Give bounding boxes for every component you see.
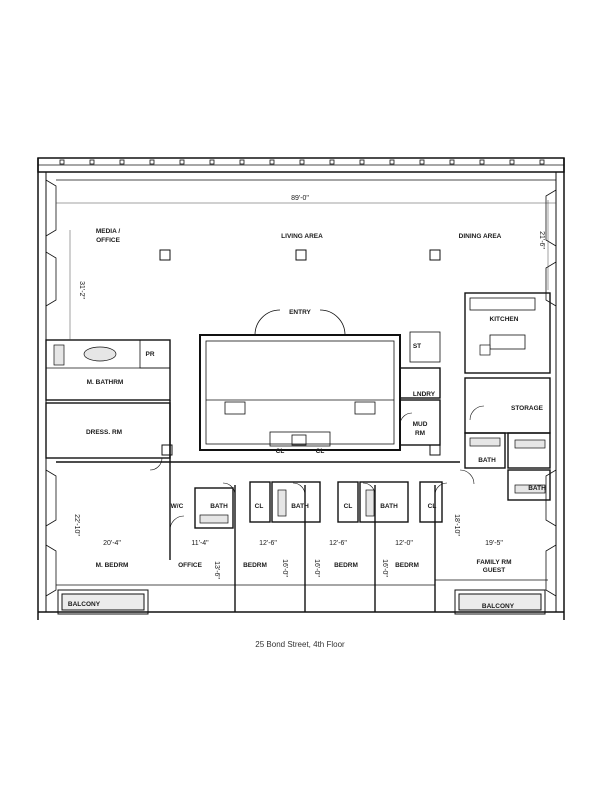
label-m-bedrm: M. BEDRM <box>96 562 129 569</box>
label-cl-3: CL <box>255 503 264 510</box>
dim-overall-width: 89'-0" <box>291 195 309 202</box>
dim-left-depth: 31'-2" <box>78 281 85 299</box>
label-office: OFFICE <box>178 562 202 569</box>
label-media-office-2: OFFICE <box>96 237 120 244</box>
dim-office-depth: 13'-6" <box>213 561 220 579</box>
label-living-area: LIVING AREA <box>281 233 323 240</box>
label-dress-rm: DRESS. RM <box>86 429 122 436</box>
columns <box>159 249 441 456</box>
label-bath-5: BATH <box>380 503 398 510</box>
dim-bedrm3-depth: 16'-0" <box>381 559 388 577</box>
label-cl-5: CL <box>428 503 437 510</box>
label-bath-right-2: BATH <box>528 485 546 492</box>
label-cl-core-1: CL <box>276 448 285 455</box>
label-kitchen: KITCHEN <box>490 316 519 323</box>
dim-family-depth: 18'-10" <box>453 514 460 536</box>
bath-fixtures <box>53 344 546 524</box>
exterior-walls <box>37 157 565 620</box>
dimension-lines <box>56 200 556 340</box>
label-pr: PR <box>145 351 154 358</box>
label-mud-rm-1: MUD <box>413 421 428 428</box>
dim-family-width: 19'-5" <box>485 540 503 547</box>
label-dining-area: DINING AREA <box>459 233 502 240</box>
label-media-office-1: MEDIA / <box>96 228 121 235</box>
label-lndry: LNDRY <box>413 391 436 398</box>
label-bedrm-2: BEDRM <box>334 562 358 569</box>
room-labels: MEDIA / OFFICE LIVING AREA DINING AREA E… <box>68 228 546 610</box>
dim-bedrm1-depth: 16'-0" <box>281 559 288 577</box>
label-bedrm-1: BEDRM <box>243 562 267 569</box>
label-guest: GUEST <box>483 567 505 574</box>
label-bath-right-1: BATH <box>478 457 496 464</box>
dim-bedrm3-width: 12'-0" <box>395 540 413 547</box>
dim-office-width: 11'-4" <box>191 540 209 547</box>
dim-m-bedrm-width: 20'-4" <box>103 540 121 547</box>
label-family-rm: FAMILY RM <box>476 559 511 566</box>
label-mud-rm-2: RM <box>415 430 425 437</box>
dim-bedrm2-width: 12'-6" <box>329 540 347 547</box>
dim-bedrm1-width: 12'-6" <box>259 540 277 547</box>
label-entry: ENTRY <box>289 309 311 316</box>
label-wic: W/C <box>171 503 184 510</box>
label-cl-4: CL <box>344 503 353 510</box>
dim-lower-left-depth: 22'-10" <box>73 514 80 536</box>
label-bedrm-3: BEDRM <box>395 562 419 569</box>
label-bath-3: BATH <box>210 503 228 510</box>
plan-caption: 25 Bond Street, 4th Floor <box>255 640 345 649</box>
interior-walls <box>45 292 551 612</box>
label-cl-core-2: CL <box>316 448 325 455</box>
building-core <box>199 309 401 451</box>
dim-bedrm2-depth: 16'-0" <box>313 559 320 577</box>
label-st: ST <box>413 343 421 350</box>
label-m-bathrm: M. BATHRM <box>87 379 124 386</box>
dim-right-height: 21'-6" <box>538 231 545 249</box>
balconies <box>57 589 546 615</box>
label-storage: STORAGE <box>511 405 544 412</box>
label-balcony-2: BALCONY <box>482 603 515 610</box>
label-bath-4: BATH <box>291 503 309 510</box>
dimension-labels: 89'-0" 31'-2" 21'-6" 22'-10" 20'-4" 11'-… <box>73 195 545 579</box>
label-balcony-1: BALCONY <box>68 601 101 608</box>
door-swings <box>149 405 485 531</box>
